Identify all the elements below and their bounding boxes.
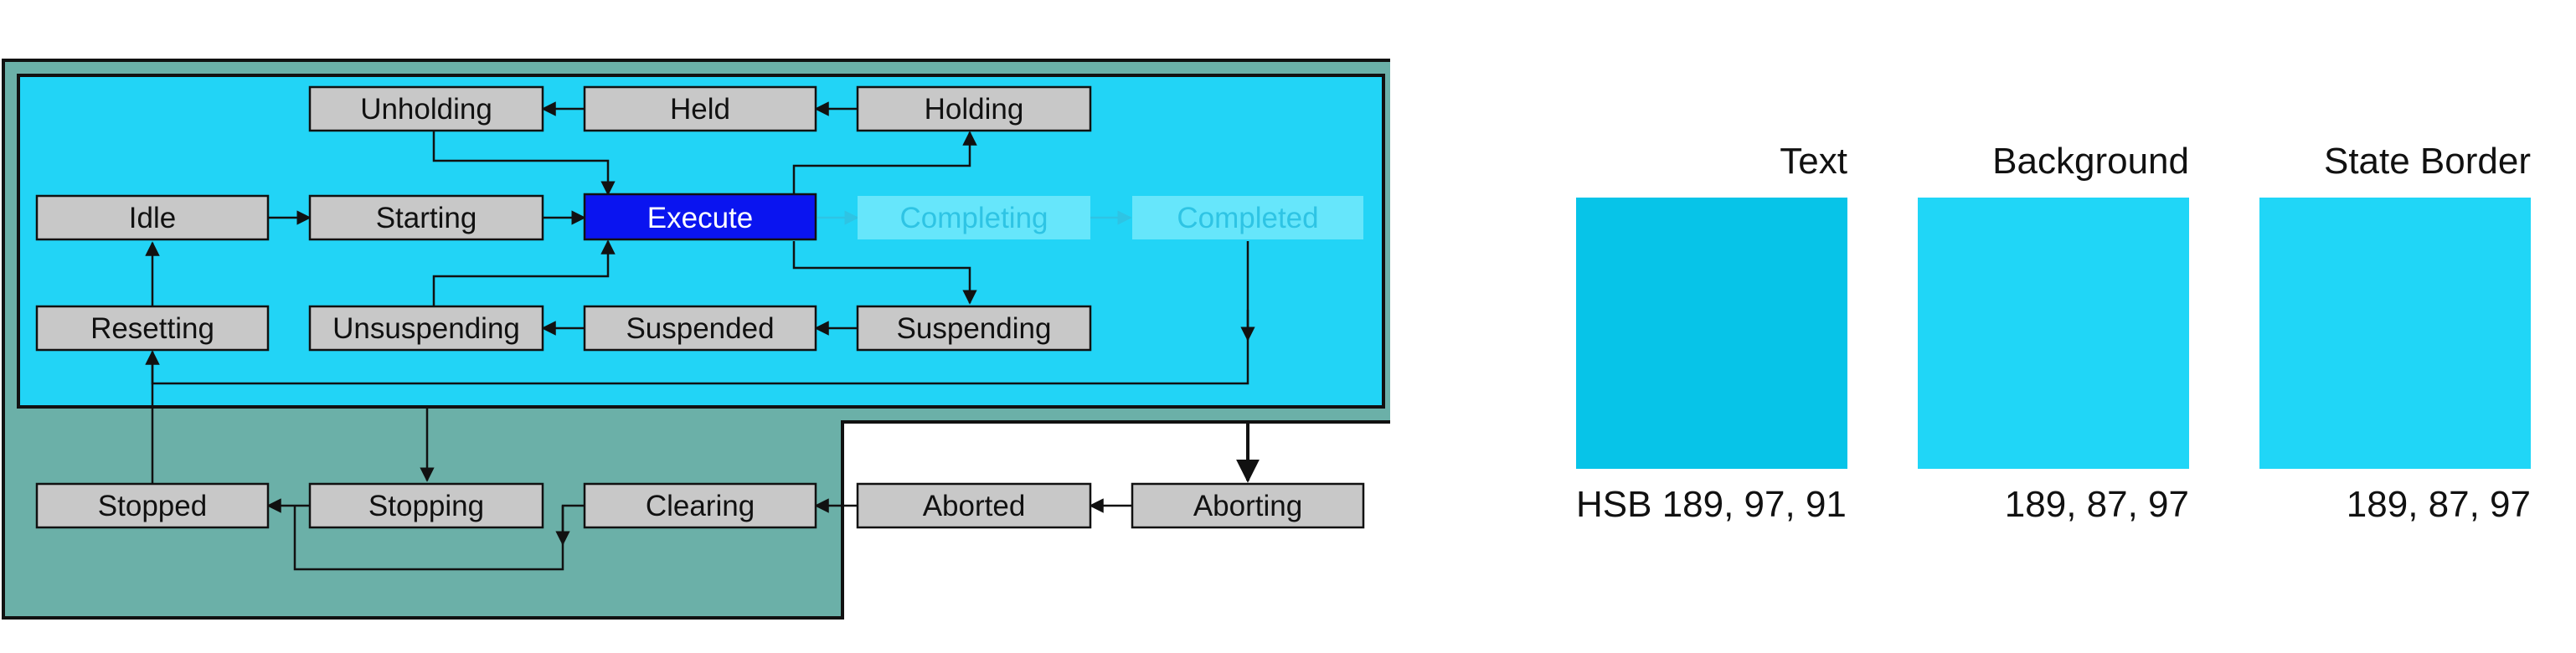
state-aborted: Aborted bbox=[856, 482, 1092, 529]
state-suspending-label: Suspending bbox=[897, 312, 1052, 345]
state-aborting: Aborting bbox=[1131, 482, 1365, 529]
swatch-state-border-title: State Border bbox=[2323, 141, 2531, 182]
state-clearing-label: Clearing bbox=[646, 490, 755, 522]
state-starting: Starting bbox=[308, 194, 544, 241]
state-unholding-label: Unholding bbox=[360, 93, 492, 126]
state-aborted-label: Aborted bbox=[923, 490, 1026, 522]
state-aborting-label: Aborting bbox=[1193, 490, 1302, 522]
state-held: Held bbox=[583, 85, 817, 132]
edge-unsuspending-execute bbox=[432, 239, 616, 306]
state-suspending: Suspending bbox=[856, 305, 1092, 352]
state-stopped: Stopped bbox=[35, 482, 270, 529]
state-suspended-label: Suspended bbox=[626, 312, 774, 345]
swatch-text-title: Text bbox=[1780, 141, 1847, 182]
swatch-background-box bbox=[1918, 198, 2189, 469]
connectors bbox=[145, 101, 1260, 571]
state-execute: Execute bbox=[583, 193, 817, 241]
state-holding-label: Holding bbox=[925, 93, 1024, 126]
edge-execute-suspending bbox=[792, 241, 977, 305]
state-clearing: Clearing bbox=[583, 482, 817, 529]
swatch-state-border-value: 189, 87, 97 bbox=[2346, 484, 2531, 525]
state-stopping-label: Stopping bbox=[368, 490, 484, 522]
state-completed-label: Completed bbox=[1177, 202, 1318, 234]
swatch-state-border-box bbox=[2259, 198, 2531, 469]
state-starting-label: Starting bbox=[376, 202, 477, 234]
state-completed: Completed bbox=[1132, 196, 1363, 239]
state-unsuspending: Unsuspending bbox=[308, 305, 544, 352]
state-idle-label: Idle bbox=[129, 202, 176, 234]
state-stopped-label: Stopped bbox=[98, 490, 207, 522]
state-unsuspending-label: Unsuspending bbox=[332, 312, 520, 345]
swatch-text-value: HSB 189, 97, 91 bbox=[1576, 484, 1847, 525]
edge-unholding-execute bbox=[432, 131, 616, 196]
state-suspended: Suspended bbox=[583, 305, 817, 352]
edge-execute-holding bbox=[792, 131, 977, 194]
state-idle: Idle bbox=[35, 194, 270, 241]
swatch-text-box bbox=[1576, 198, 1847, 469]
state-execute-label: Execute bbox=[647, 202, 753, 234]
state-completing: Completing bbox=[858, 196, 1090, 239]
state-holding: Holding bbox=[856, 85, 1092, 132]
state-unholding: Unholding bbox=[308, 85, 544, 132]
state-completing-label: Completing bbox=[899, 202, 1048, 234]
state-resetting-label: Resetting bbox=[90, 312, 214, 345]
edge-bottom-loop bbox=[293, 504, 585, 571]
state-machine-diagram: Unholding Held Holding Idle Starting Exe… bbox=[2, 59, 1390, 620]
swatch-background-title: Background bbox=[1992, 141, 2189, 182]
state-held-label: Held bbox=[670, 93, 730, 126]
state-stopping: Stopping bbox=[308, 482, 544, 529]
state-resetting: Resetting bbox=[35, 305, 270, 352]
swatch-background-value: 189, 87, 97 bbox=[2004, 484, 2189, 525]
